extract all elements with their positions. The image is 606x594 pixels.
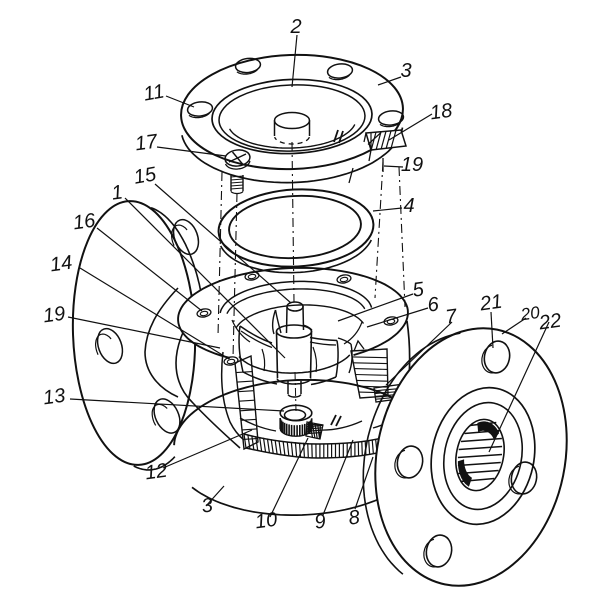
svg-text:10: 10: [254, 509, 279, 534]
svg-text:19: 19: [42, 303, 67, 328]
svg-text:3: 3: [400, 60, 411, 82]
svg-text:2: 2: [289, 16, 301, 38]
svg-text:21: 21: [478, 291, 504, 316]
svg-text:15: 15: [132, 163, 159, 189]
svg-text:5: 5: [411, 278, 426, 301]
svg-text:13: 13: [42, 385, 67, 410]
svg-text:18: 18: [429, 100, 454, 125]
svg-text:8: 8: [347, 506, 361, 529]
svg-text:1: 1: [110, 181, 124, 204]
svg-text:22: 22: [537, 310, 563, 335]
svg-text:19: 19: [401, 154, 423, 176]
svg-text:20: 20: [519, 303, 542, 325]
svg-text:4: 4: [403, 195, 414, 217]
svg-text:14: 14: [49, 252, 74, 277]
svg-text:6: 6: [426, 293, 441, 316]
svg-text:12: 12: [144, 460, 169, 485]
svg-text:7: 7: [444, 305, 459, 328]
svg-text:16: 16: [72, 209, 98, 234]
svg-text:9: 9: [313, 510, 327, 533]
svg-text:17: 17: [134, 130, 160, 155]
svg-text:11: 11: [142, 80, 166, 105]
svg-text:3: 3: [200, 494, 214, 517]
